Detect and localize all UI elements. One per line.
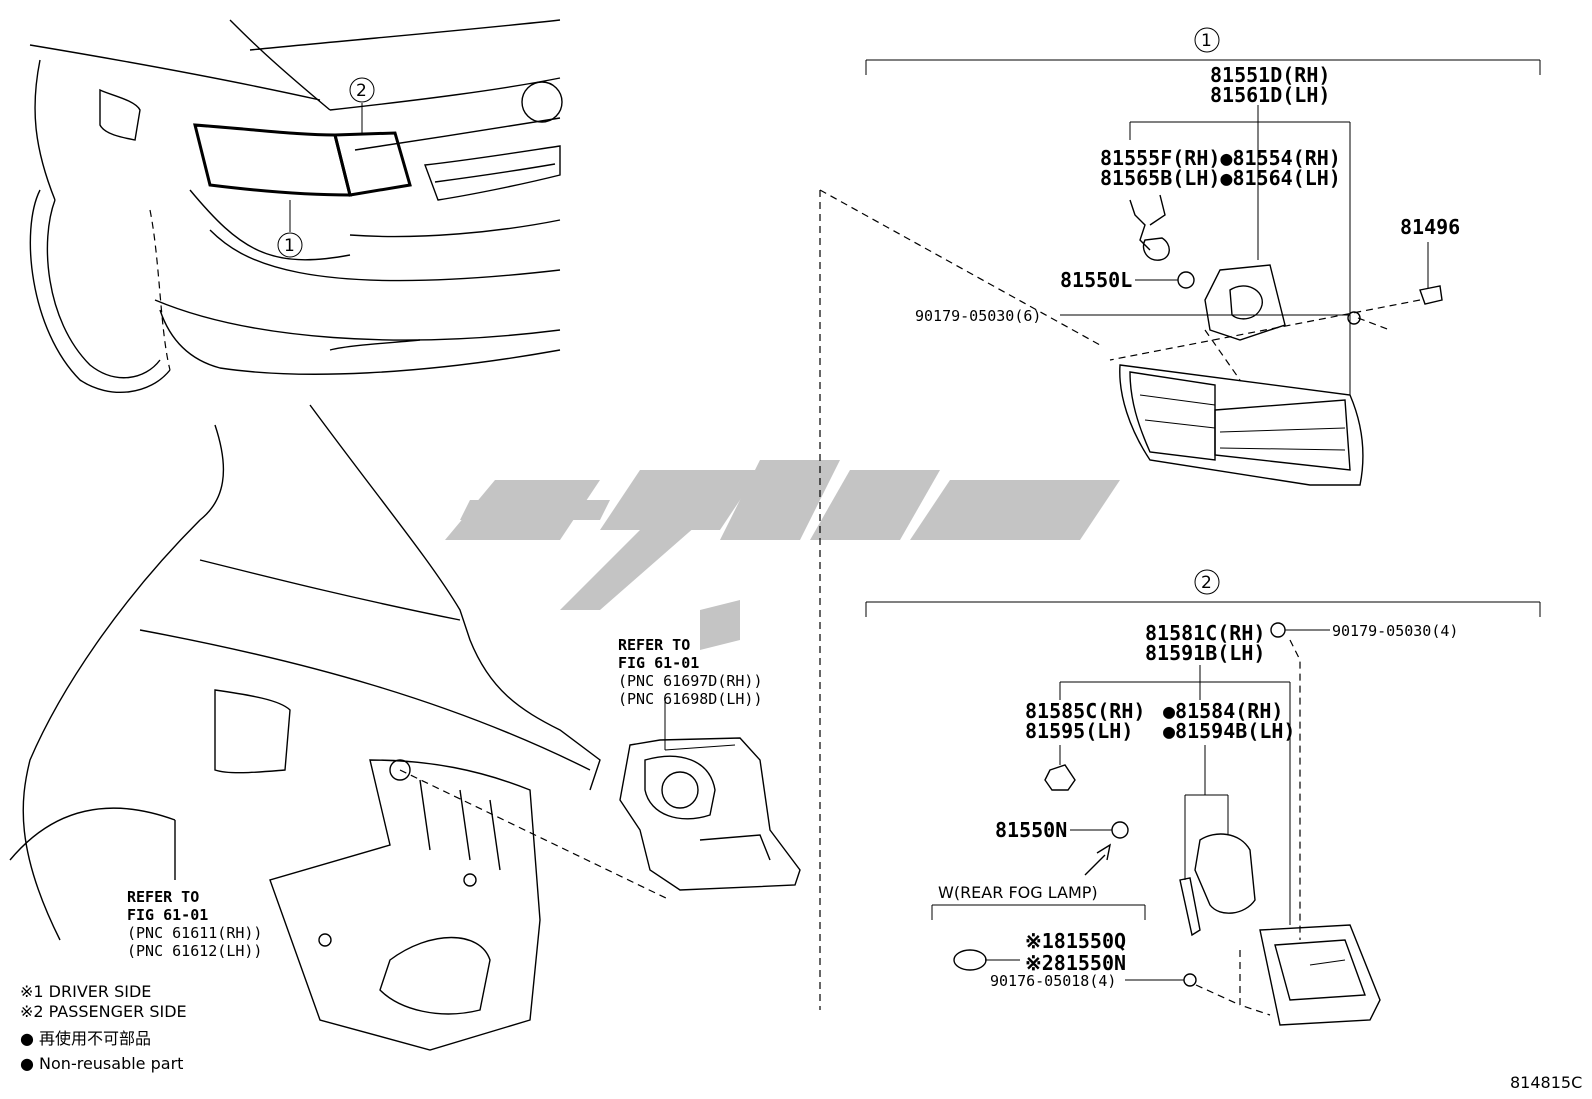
leader-dash <box>819 189 1101 346</box>
g1-bulb: 81550L <box>1060 268 1132 292</box>
legend-nonreuse-jp: ● 再使用不可部品 <box>20 1029 151 1048</box>
car-rear-view: 1 2 <box>29 19 563 393</box>
g1-socket-lh: 81565B(LH)●81564(LH) <box>1100 166 1341 190</box>
group2-parts <box>931 622 1381 1026</box>
g1-socket-rh: 81555F(RH)●81554(RH) <box>1100 146 1341 170</box>
g1-clip: 81496 <box>1400 215 1460 239</box>
g2-fog-title: W(REAR FOG LAMP) <box>938 883 1098 902</box>
g2-bulb: 81550N <box>995 818 1067 842</box>
legend-driver: ※1 DRIVER SIDE <box>20 982 151 1001</box>
callout-1-label: 1 <box>284 236 295 256</box>
inner-panel <box>619 700 801 891</box>
g2-socket-lh: 81595(LH) <box>1025 719 1133 743</box>
group1-callout: 1 <box>1201 31 1212 51</box>
refer-lower-4: (PNC 61612(LH)) <box>127 942 262 960</box>
refer-lower-3: (PNC 61611(RH)) <box>127 924 262 942</box>
group2-bracket: 2 <box>865 569 1541 925</box>
refer-upper-4: (PNC 61698D(LH)) <box>618 690 763 708</box>
g1-assy-lh: 81561D(LH) <box>1210 83 1330 107</box>
g2-socket-rh: 81585C(RH) <box>1025 699 1145 723</box>
legend-nonreuse-en: ● Non-reusable part <box>20 1054 183 1073</box>
g2-screw-top: 90179-05030(4) <box>1332 622 1458 640</box>
group1-parts <box>1060 194 1443 486</box>
g2-screw-bottom: 90176-05018(4) <box>990 972 1116 990</box>
g2-gasket-rh: ●81584(RH) <box>1163 699 1283 723</box>
refer-upper-1: REFER TO <box>618 636 690 654</box>
g2-fog-bulb2: ※281550N <box>1025 951 1126 975</box>
figure-code: 814815C <box>1510 1073 1582 1092</box>
legend-passenger: ※2 PASSENGER SIDE <box>20 1002 187 1021</box>
refer-lower-1: REFER TO <box>127 888 199 906</box>
group1-bracket: 1 <box>865 27 1541 395</box>
g2-assy-rh: 81581C(RH) <box>1145 621 1265 645</box>
g2-fog-bulb1: ※181550Q <box>1025 929 1126 953</box>
g2-assy-lh: 81591B(LH) <box>1145 641 1265 665</box>
refer-upper-3: (PNC 61697D(RH)) <box>618 672 763 690</box>
quarter-panel <box>9 404 671 1051</box>
group2-callout: 2 <box>1201 573 1212 593</box>
refer-upper-2: FIG 61-01 <box>618 654 699 672</box>
g1-assy-rh: 81551D(RH) <box>1210 63 1330 87</box>
watermark-logo <box>445 460 1120 650</box>
refer-lower-2: FIG 61-01 <box>127 906 208 924</box>
g1-screw: 90179-05030(6) <box>915 307 1041 325</box>
callout-2-label: 2 <box>356 81 367 101</box>
g2-gasket-lh: ●81594B(LH) <box>1163 719 1295 743</box>
